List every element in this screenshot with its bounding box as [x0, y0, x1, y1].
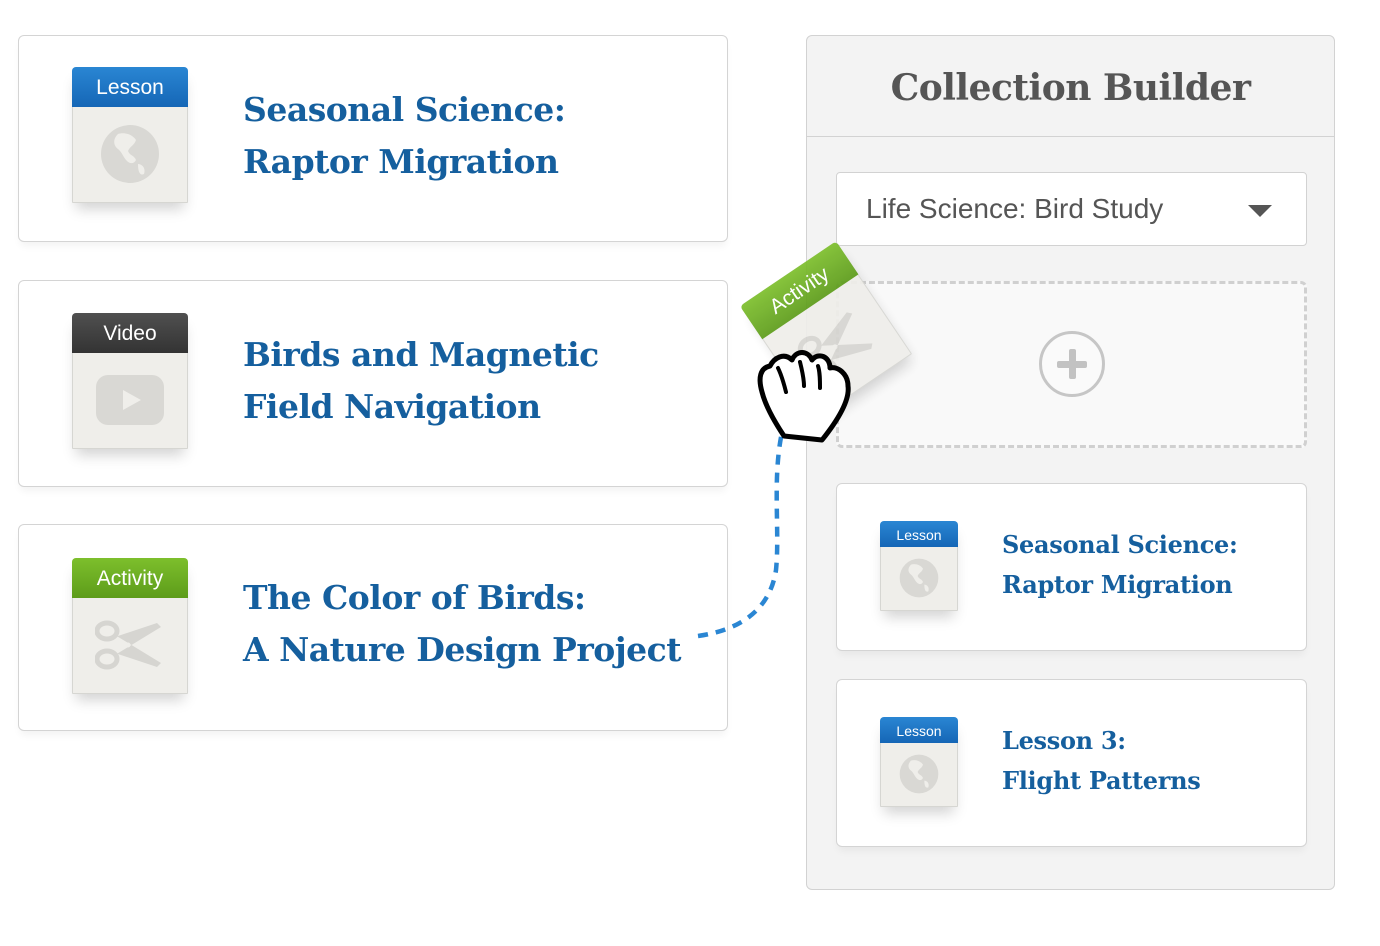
type-badge-lesson: Lesson	[880, 717, 958, 743]
resource-thumbnail[interactable]: Lesson	[880, 521, 958, 611]
type-badge-video: Video	[72, 313, 188, 353]
collection-item-card[interactable]: Lesson Lesson 3: Flight Patterns	[836, 679, 1307, 847]
play-icon	[96, 375, 164, 425]
type-badge-activity: Activity	[72, 558, 188, 598]
panel-title: Collection Builder	[807, 36, 1334, 137]
globe-icon	[899, 558, 939, 598]
selected-collection: Life Science: Bird Study	[866, 193, 1164, 224]
resource-thumbnail[interactable]: Video	[72, 313, 188, 449]
collection-builder-panel: Collection Builder Life Science: Bird St…	[806, 35, 1335, 890]
scissors-icon	[95, 620, 161, 670]
library-item-card[interactable]: Lesson Seasonal Science: Raptor Migratio…	[18, 35, 728, 242]
type-badge-lesson: Lesson	[72, 67, 188, 107]
resource-title[interactable]: Seasonal Science: Raptor Migration	[1002, 530, 1238, 599]
chevron-down-icon	[1248, 205, 1272, 217]
library-item-card[interactable]: Video Birds and Magnetic Field Navigatio…	[18, 280, 728, 487]
resource-title[interactable]: Birds and Magnetic Field Navigation	[243, 335, 599, 426]
plus-circle-icon[interactable]	[1039, 331, 1105, 397]
globe-icon	[899, 754, 939, 794]
resource-title[interactable]: The Color of Birds: A Nature Design Proj…	[243, 578, 682, 669]
type-badge-lesson: Lesson	[880, 521, 958, 547]
collection-item-card[interactable]: Lesson Seasonal Science: Raptor Migratio…	[836, 483, 1307, 651]
collection-select[interactable]: Life Science: Bird Study	[836, 172, 1307, 246]
drop-zone[interactable]	[836, 281, 1307, 448]
scissors-icon	[797, 312, 873, 382]
resource-thumbnail[interactable]: Lesson	[880, 717, 958, 807]
resource-title[interactable]: Seasonal Science: Raptor Migration	[243, 90, 566, 181]
library-item-card[interactable]: Activity The Color of Birds: A Nature De…	[18, 524, 728, 731]
resource-thumbnail[interactable]: Lesson	[72, 67, 188, 203]
resource-thumbnail[interactable]: Activity	[72, 558, 188, 694]
globe-icon	[101, 125, 159, 183]
resource-title[interactable]: Lesson 3: Flight Patterns	[1002, 726, 1201, 795]
